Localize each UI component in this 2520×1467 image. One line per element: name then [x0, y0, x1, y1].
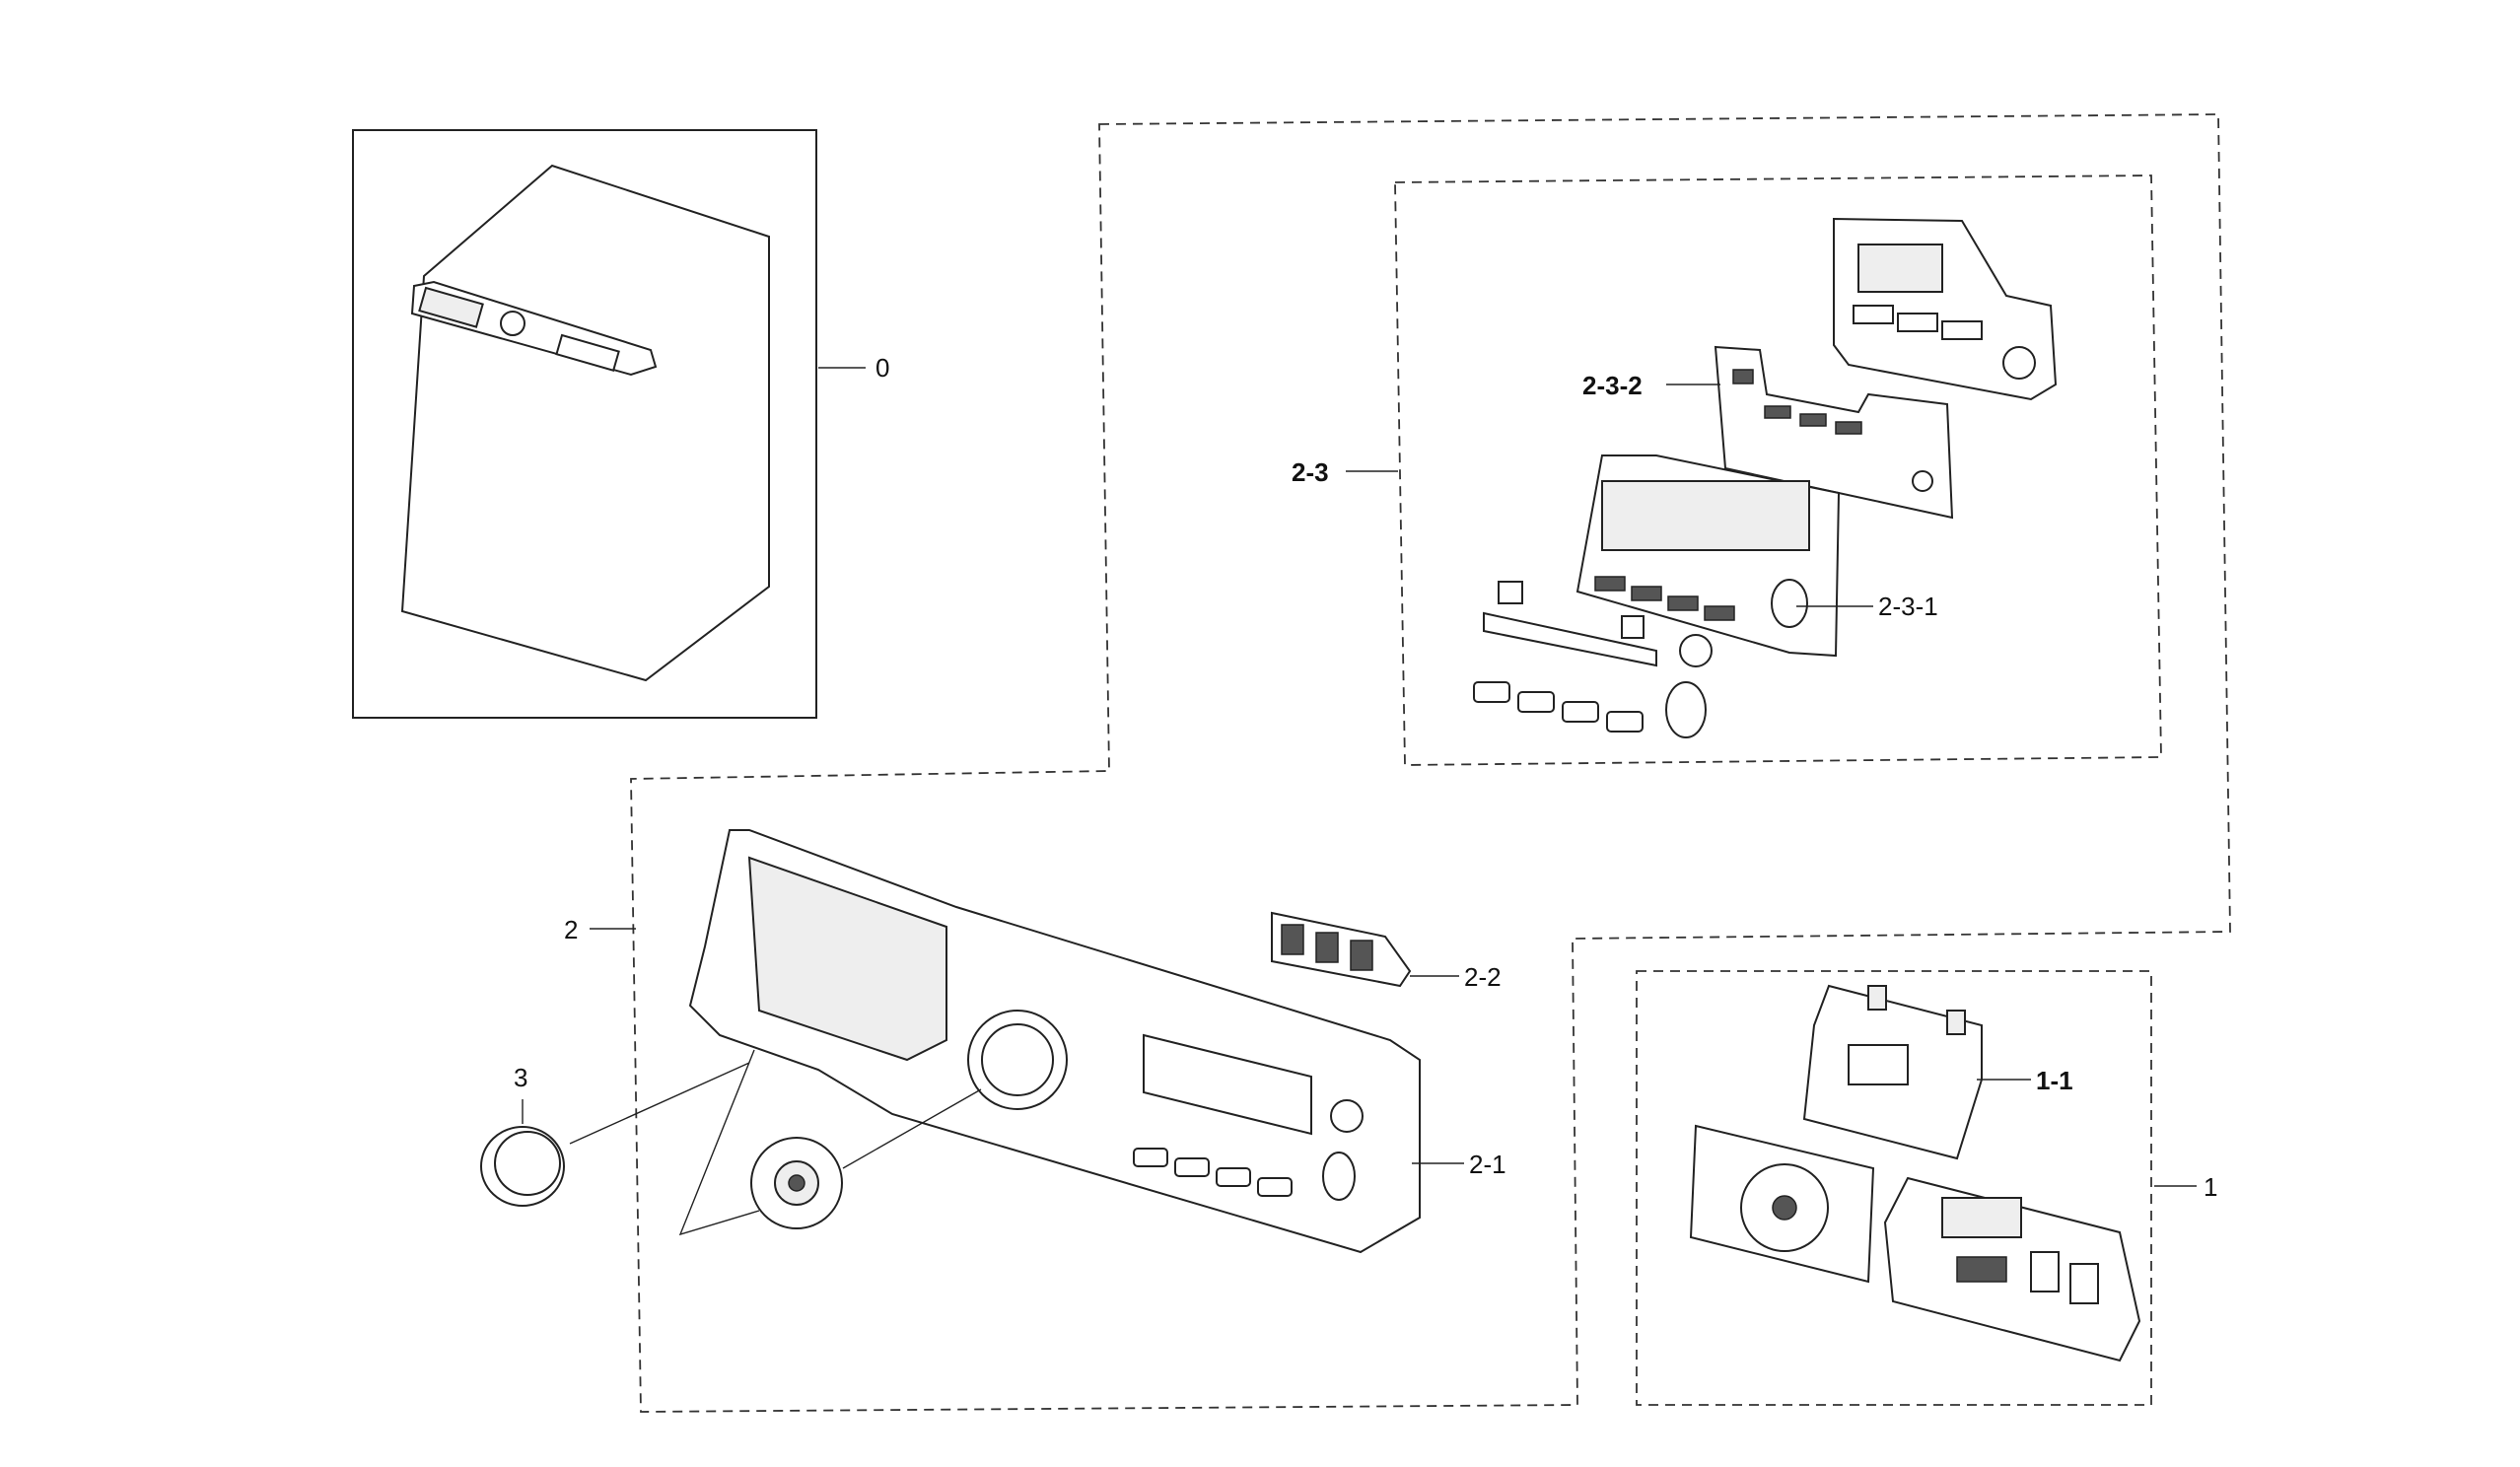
- pcb-top-window: [1857, 244, 1943, 293]
- pcb-holder-key-4: [1704, 605, 1735, 621]
- knob-cap-face: [494, 1131, 561, 1196]
- key-sheet-button-1: [1732, 369, 1754, 384]
- group-1-dashed-frame: [1636, 970, 2152, 1406]
- group-1-main-pcb: 1-1 1: [1636, 970, 2217, 1406]
- cabinet-dispenser: [418, 286, 484, 328]
- button-cap-1: [1473, 681, 1510, 703]
- callout-2-3: 2-3: [1292, 457, 1329, 487]
- dial-ring-inner: [981, 1023, 1054, 1096]
- key-sheet-knob: [1912, 470, 1933, 492]
- pcb-top-slot-2: [1897, 313, 1938, 332]
- panel-button-slot-4: [1257, 1177, 1293, 1197]
- pcb-top-slot-3: [1941, 320, 1983, 340]
- button-cap-2: [1517, 691, 1555, 713]
- pcb-holder-key-3: [1667, 595, 1699, 611]
- button-cap-3: [1562, 701, 1599, 723]
- panel-button-slot-2: [1174, 1157, 1210, 1177]
- detergent-drawer-recess: [747, 856, 947, 1062]
- decoration-strip: [1271, 911, 1412, 988]
- group-2-3-pcb-assembly: 2-3-2 2-3-1 2-3: [1292, 175, 2162, 766]
- main-pcb-chip: [1956, 1256, 2007, 1283]
- callout-2-3-2: 2-3-2: [1582, 371, 1643, 400]
- rotary-encoder-hub: [788, 1174, 805, 1192]
- leader-encoder-assembly: [678, 1049, 760, 1236]
- pcb-holder-key-1: [1594, 576, 1626, 592]
- key-sheet-button-4: [1835, 421, 1862, 435]
- callout-2-2: 2-2: [1464, 962, 1502, 992]
- pcb-top-hole: [2002, 346, 2036, 380]
- callout-2: 2: [564, 915, 578, 944]
- leader-encoder-to-dial: [842, 1088, 982, 1169]
- key-sheet-button-3: [1799, 413, 1827, 427]
- sub-pcb-connector-2: [1946, 1010, 1966, 1035]
- callout-2-1: 2-1: [1469, 1150, 1506, 1179]
- main-pcb-relay-1: [2030, 1251, 2060, 1292]
- button-cap-4: [1606, 711, 1644, 733]
- sub-pcb-connector-1: [1867, 985, 1887, 1011]
- decoration-cell-1: [1281, 924, 1304, 955]
- callout-0: 0: [875, 353, 889, 383]
- panel-button-slot-1: [1133, 1148, 1168, 1167]
- group-2-control-panel: 2-1 2-2 3 2: [480, 829, 1506, 1254]
- cabinet-body: [400, 164, 770, 682]
- pcb-holder-key-2: [1631, 586, 1662, 601]
- group-0-assembly-overview: 0: [352, 129, 889, 719]
- panel-knob-hole: [1330, 1099, 1364, 1133]
- group-2-dashed-frame: [630, 113, 2231, 1413]
- cabinet-display: [555, 333, 620, 373]
- small-button-left: [1498, 581, 1523, 604]
- sub-pcb-chip: [1848, 1044, 1909, 1085]
- button-bar: [1483, 611, 1657, 667]
- encoder-housing-hub: [1772, 1195, 1797, 1221]
- pcb-top-slot-1: [1853, 305, 1894, 324]
- cabinet-dial: [500, 311, 525, 336]
- group-0-frame: [352, 129, 817, 719]
- panel-button-slot-3: [1216, 1167, 1251, 1187]
- pcb-holder-window: [1601, 480, 1810, 551]
- main-pcb-display: [1941, 1197, 2022, 1238]
- power-cap: [1679, 634, 1713, 667]
- pcb-holder-power-hole: [1771, 579, 1808, 628]
- callout-1: 1: [2204, 1172, 2217, 1202]
- callout-3: 3: [514, 1063, 527, 1092]
- callout-1-1: 1-1: [2036, 1066, 2073, 1095]
- group-2-3-dashed-frame: [1394, 175, 2162, 766]
- leader-knob-to-panel: [569, 1062, 750, 1145]
- callout-2-3-1: 2-3-1: [1878, 592, 1938, 621]
- power-button-cap: [1665, 681, 1707, 738]
- display-window: [1143, 1033, 1312, 1136]
- panel-power-slot: [1322, 1152, 1356, 1201]
- decoration-cell-3: [1350, 940, 1373, 971]
- small-button-right: [1621, 615, 1645, 639]
- main-pcb-relay-2: [2069, 1263, 2099, 1304]
- key-sheet-button-2: [1764, 405, 1791, 419]
- decoration-cell-2: [1315, 932, 1339, 963]
